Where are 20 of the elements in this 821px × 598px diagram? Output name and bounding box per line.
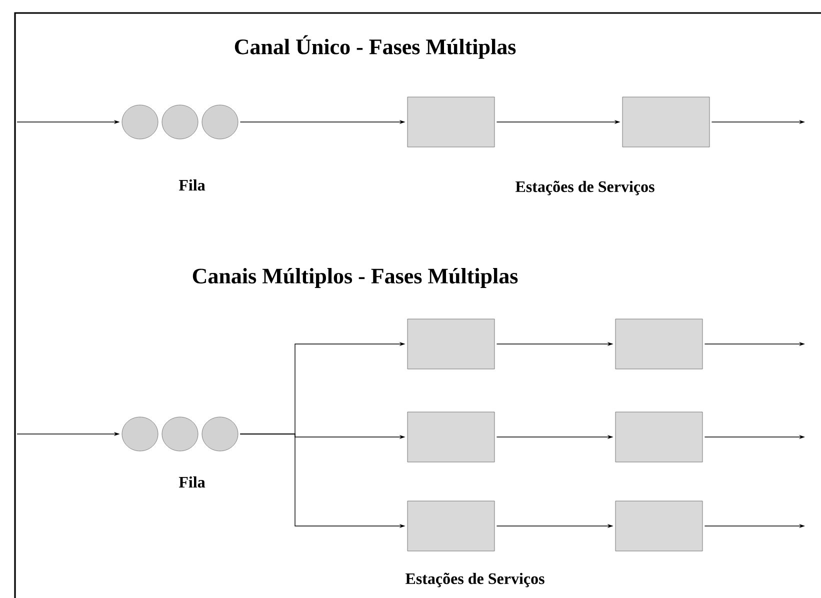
queue-circle — [202, 104, 238, 140]
queue-circle — [122, 416, 158, 452]
service-box — [407, 318, 495, 370]
service-box — [615, 412, 703, 462]
section-heading: Canais Múltiplos - Fases Múltiplas — [192, 268, 518, 288]
service-box — [615, 318, 703, 370]
caption-text: Estações de Serviços — [406, 572, 544, 588]
service-box — [407, 500, 495, 552]
service-box — [615, 500, 703, 552]
queue-circle — [162, 416, 198, 452]
service-box — [407, 412, 495, 462]
section-heading: Canal Único - Fases Múltiplas — [234, 35, 516, 59]
service-box — [622, 96, 710, 148]
caption-text: Estações de Serviços — [516, 180, 654, 196]
caption-text: Fila — [178, 179, 206, 191]
queue-circle — [122, 104, 158, 140]
caption-text: Fila — [178, 476, 206, 488]
queue-circle — [202, 416, 238, 452]
queue-circle — [162, 104, 198, 140]
service-box — [407, 96, 495, 148]
